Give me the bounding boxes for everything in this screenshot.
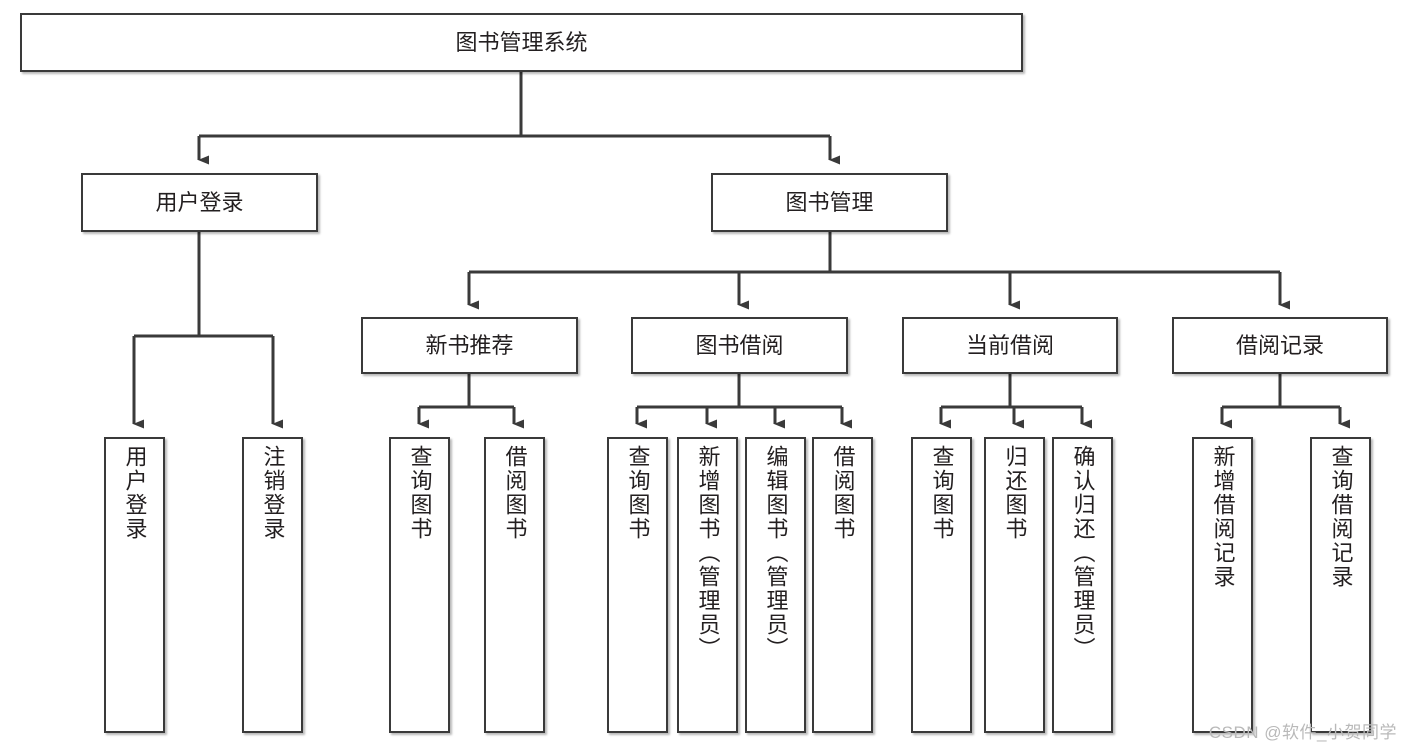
node-leaf-return-book[interactable]: 归还图书 bbox=[984, 437, 1045, 733]
node-new-book-rec[interactable]: 新书推荐 bbox=[361, 317, 578, 374]
node-leaf-query-record-label: 查询借阅记录 bbox=[1328, 445, 1354, 589]
node-leaf-add-book[interactable]: 新增图书（管理员） bbox=[677, 437, 738, 733]
node-leaf-borrow-book-rec[interactable]: 借阅图书 bbox=[484, 437, 545, 733]
node-leaf-borrow-book-rec-label: 借阅图书 bbox=[502, 445, 528, 541]
node-book-borrow-label: 图书借阅 bbox=[695, 332, 784, 358]
node-borrow-record[interactable]: 借阅记录 bbox=[1172, 317, 1388, 374]
node-user-login[interactable]: 用户登录 bbox=[81, 173, 318, 232]
node-leaf-user-logout[interactable]: 注销登录 bbox=[242, 437, 303, 733]
node-leaf-query-book-borrow[interactable]: 查询图书 bbox=[607, 437, 668, 733]
node-user-login-label: 用户登录 bbox=[155, 189, 244, 215]
node-leaf-borrow-book-label: 借阅图书 bbox=[830, 445, 856, 541]
node-leaf-add-record-label: 新增借阅记录 bbox=[1210, 445, 1236, 589]
node-leaf-add-record[interactable]: 新增借阅记录 bbox=[1192, 437, 1253, 733]
node-current-borrow[interactable]: 当前借阅 bbox=[902, 317, 1118, 374]
node-new-book-rec-label: 新书推荐 bbox=[425, 332, 514, 358]
node-leaf-query-book-rec-label: 查询图书 bbox=[407, 445, 433, 541]
node-book-manage[interactable]: 图书管理 bbox=[711, 173, 948, 232]
node-leaf-confirm-return-label: 确认归还（管理员） bbox=[1070, 445, 1096, 661]
node-root-label: 图书管理系统 bbox=[455, 29, 588, 55]
node-book-manage-label: 图书管理 bbox=[785, 189, 874, 215]
node-borrow-record-label: 借阅记录 bbox=[1235, 332, 1324, 358]
node-leaf-edit-book[interactable]: 编辑图书（管理员） bbox=[745, 437, 806, 733]
node-leaf-edit-book-label: 编辑图书（管理员） bbox=[763, 445, 789, 661]
node-book-borrow[interactable]: 图书借阅 bbox=[631, 317, 848, 374]
node-leaf-borrow-book[interactable]: 借阅图书 bbox=[812, 437, 873, 733]
node-leaf-add-book-label: 新增图书（管理员） bbox=[695, 445, 721, 661]
node-leaf-user-login-label: 用户登录 bbox=[122, 445, 148, 541]
node-leaf-return-book-label: 归还图书 bbox=[1002, 445, 1028, 541]
node-leaf-user-logout-label: 注销登录 bbox=[260, 445, 286, 541]
node-root[interactable]: 图书管理系统 bbox=[20, 13, 1023, 72]
node-leaf-query-record[interactable]: 查询借阅记录 bbox=[1310, 437, 1371, 733]
node-leaf-query-book-borrow-label: 查询图书 bbox=[625, 445, 651, 541]
node-leaf-confirm-return[interactable]: 确认归还（管理员） bbox=[1052, 437, 1113, 733]
node-leaf-user-login[interactable]: 用户登录 bbox=[104, 437, 165, 733]
node-leaf-query-book-rec[interactable]: 查询图书 bbox=[389, 437, 450, 733]
node-current-borrow-label: 当前借阅 bbox=[965, 332, 1054, 358]
node-leaf-query-book-cur[interactable]: 查询图书 bbox=[911, 437, 972, 733]
node-leaf-query-book-cur-label: 查询图书 bbox=[929, 445, 955, 541]
